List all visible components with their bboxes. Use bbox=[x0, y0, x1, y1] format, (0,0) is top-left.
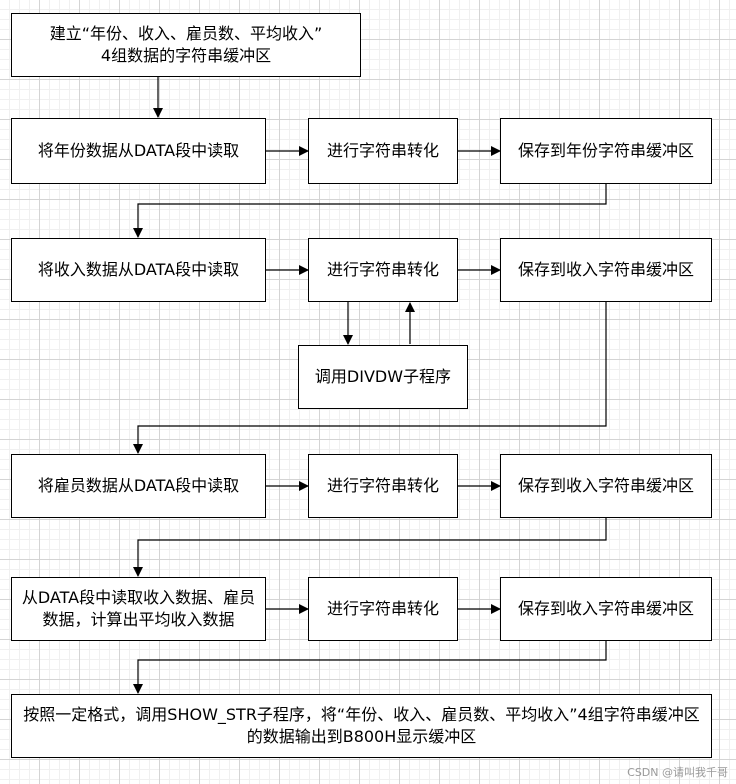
node-read-year: 将年份数据从DATA段中读取 bbox=[11, 118, 266, 184]
arrow-save-income-1-to-read-employee bbox=[133, 302, 607, 454]
node-convert-2: 进行字符串转化 bbox=[308, 238, 458, 302]
node-convert-1: 进行字符串转化 bbox=[308, 118, 458, 184]
arrow-save-year-to-read-income bbox=[133, 184, 607, 238]
node-output: 按照一定格式，调用SHOW_STR子程序，将“年份、收入、雇员数、平均收入”4组… bbox=[11, 694, 712, 758]
watermark: CSDN @请叫我千哥 bbox=[627, 766, 728, 779]
node-read-employee: 将雇员数据从DATA段中读取 bbox=[11, 454, 266, 518]
node-save-income-1: 保存到收入字符串缓冲区 bbox=[500, 238, 712, 302]
node-save-income-2: 保存到收入字符串缓冲区 bbox=[500, 454, 712, 518]
arrow-save-income-3-to-output bbox=[133, 641, 607, 694]
node-save-income-3: 保存到收入字符串缓冲区 bbox=[500, 577, 712, 641]
node-save-year: 保存到年份字符串缓冲区 bbox=[500, 118, 712, 184]
node-read-avg: 从DATA段中读取收入数据、雇员数据，计算出平均收入数据 bbox=[11, 577, 266, 641]
node-convert-4: 进行字符串转化 bbox=[308, 577, 458, 641]
node-convert-3: 进行字符串转化 bbox=[308, 454, 458, 518]
node-divdw: 调用DIVDW子程序 bbox=[298, 345, 468, 409]
node-read-income: 将收入数据从DATA段中读取 bbox=[11, 238, 266, 302]
arrow-save-income-2-to-read-avg bbox=[133, 518, 607, 577]
node-init: 建立“年份、收入、雇员数、平均收入” 4组数据的字符串缓冲区 bbox=[11, 13, 361, 77]
